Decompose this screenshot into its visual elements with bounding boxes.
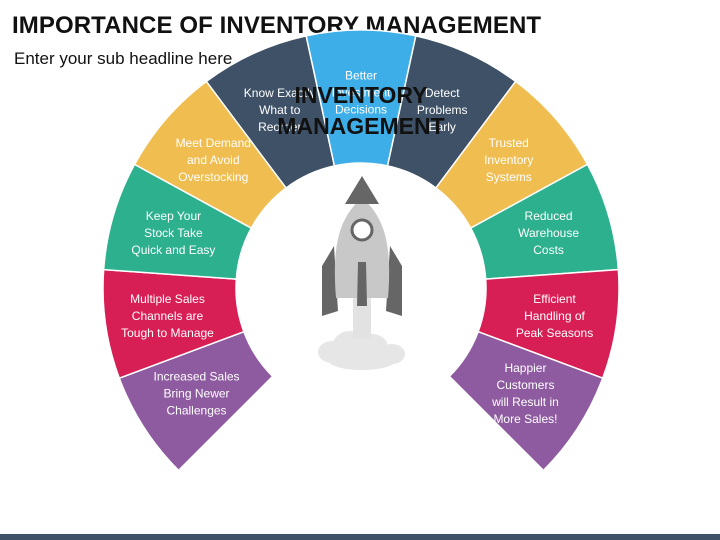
left-fin	[322, 246, 338, 316]
label-line: Reduced	[525, 209, 573, 223]
label-line: Reorder	[258, 120, 301, 134]
footer-bar	[0, 534, 720, 540]
page-title: IMPORTANCE OF INVENTORY MANAGEMENT	[12, 12, 542, 39]
label-line: Keep Your	[146, 209, 201, 223]
center-title: INVENTORY MANAGEMENT	[277, 82, 445, 139]
rocket-window	[350, 218, 374, 242]
rocket-nose	[345, 176, 379, 204]
segment-happier-customers	[448, 330, 604, 472]
label-line: Peak Seasons	[516, 326, 593, 340]
label-line: Trusted	[489, 136, 529, 150]
label-line: What to	[259, 103, 301, 117]
right-fin	[386, 246, 402, 316]
label-line: Channels are	[132, 309, 204, 323]
label-line: Warehouse	[518, 226, 579, 240]
exhaust-trail	[353, 297, 371, 339]
label-line: Costs	[533, 243, 564, 257]
label-line: Investment	[332, 86, 391, 100]
label-line: Know Exactly	[244, 86, 316, 100]
rocket-body	[334, 198, 390, 298]
label-line: Overstocking	[178, 170, 248, 184]
label-line: Better	[345, 69, 377, 83]
label-line: More Sales!	[493, 412, 557, 426]
label-line: Customers	[496, 378, 554, 392]
label-line: and Avoid	[187, 153, 240, 167]
smoke-cloud	[318, 331, 405, 370]
label-line: Increased Sales	[154, 370, 240, 384]
label-line: Happier	[504, 361, 546, 375]
page-subtitle: Enter your sub headline here	[14, 49, 233, 68]
center-fin	[357, 262, 367, 306]
label-line: Systems	[486, 170, 532, 184]
label-line: Detect	[425, 86, 460, 100]
label-line: Efficient	[533, 292, 576, 306]
rocket-icon	[318, 176, 405, 370]
label-line: Early	[429, 120, 456, 134]
label-line: Inventory	[484, 153, 533, 167]
label-line: will Result in	[491, 395, 559, 409]
label-line: Multiple Sales	[130, 292, 205, 306]
label-line: Decisions	[335, 103, 387, 117]
label-line: Tough to Manage	[121, 326, 214, 340]
label-line: Bring Newer	[164, 387, 230, 401]
label-line: Handling of	[524, 309, 585, 323]
label-line: Challenges	[167, 404, 227, 418]
label-line: Meet Demand	[176, 136, 251, 150]
label-line: Stock Take	[144, 226, 203, 240]
label-line: Quick and Easy	[131, 243, 215, 257]
label-line: Problems	[417, 103, 468, 117]
